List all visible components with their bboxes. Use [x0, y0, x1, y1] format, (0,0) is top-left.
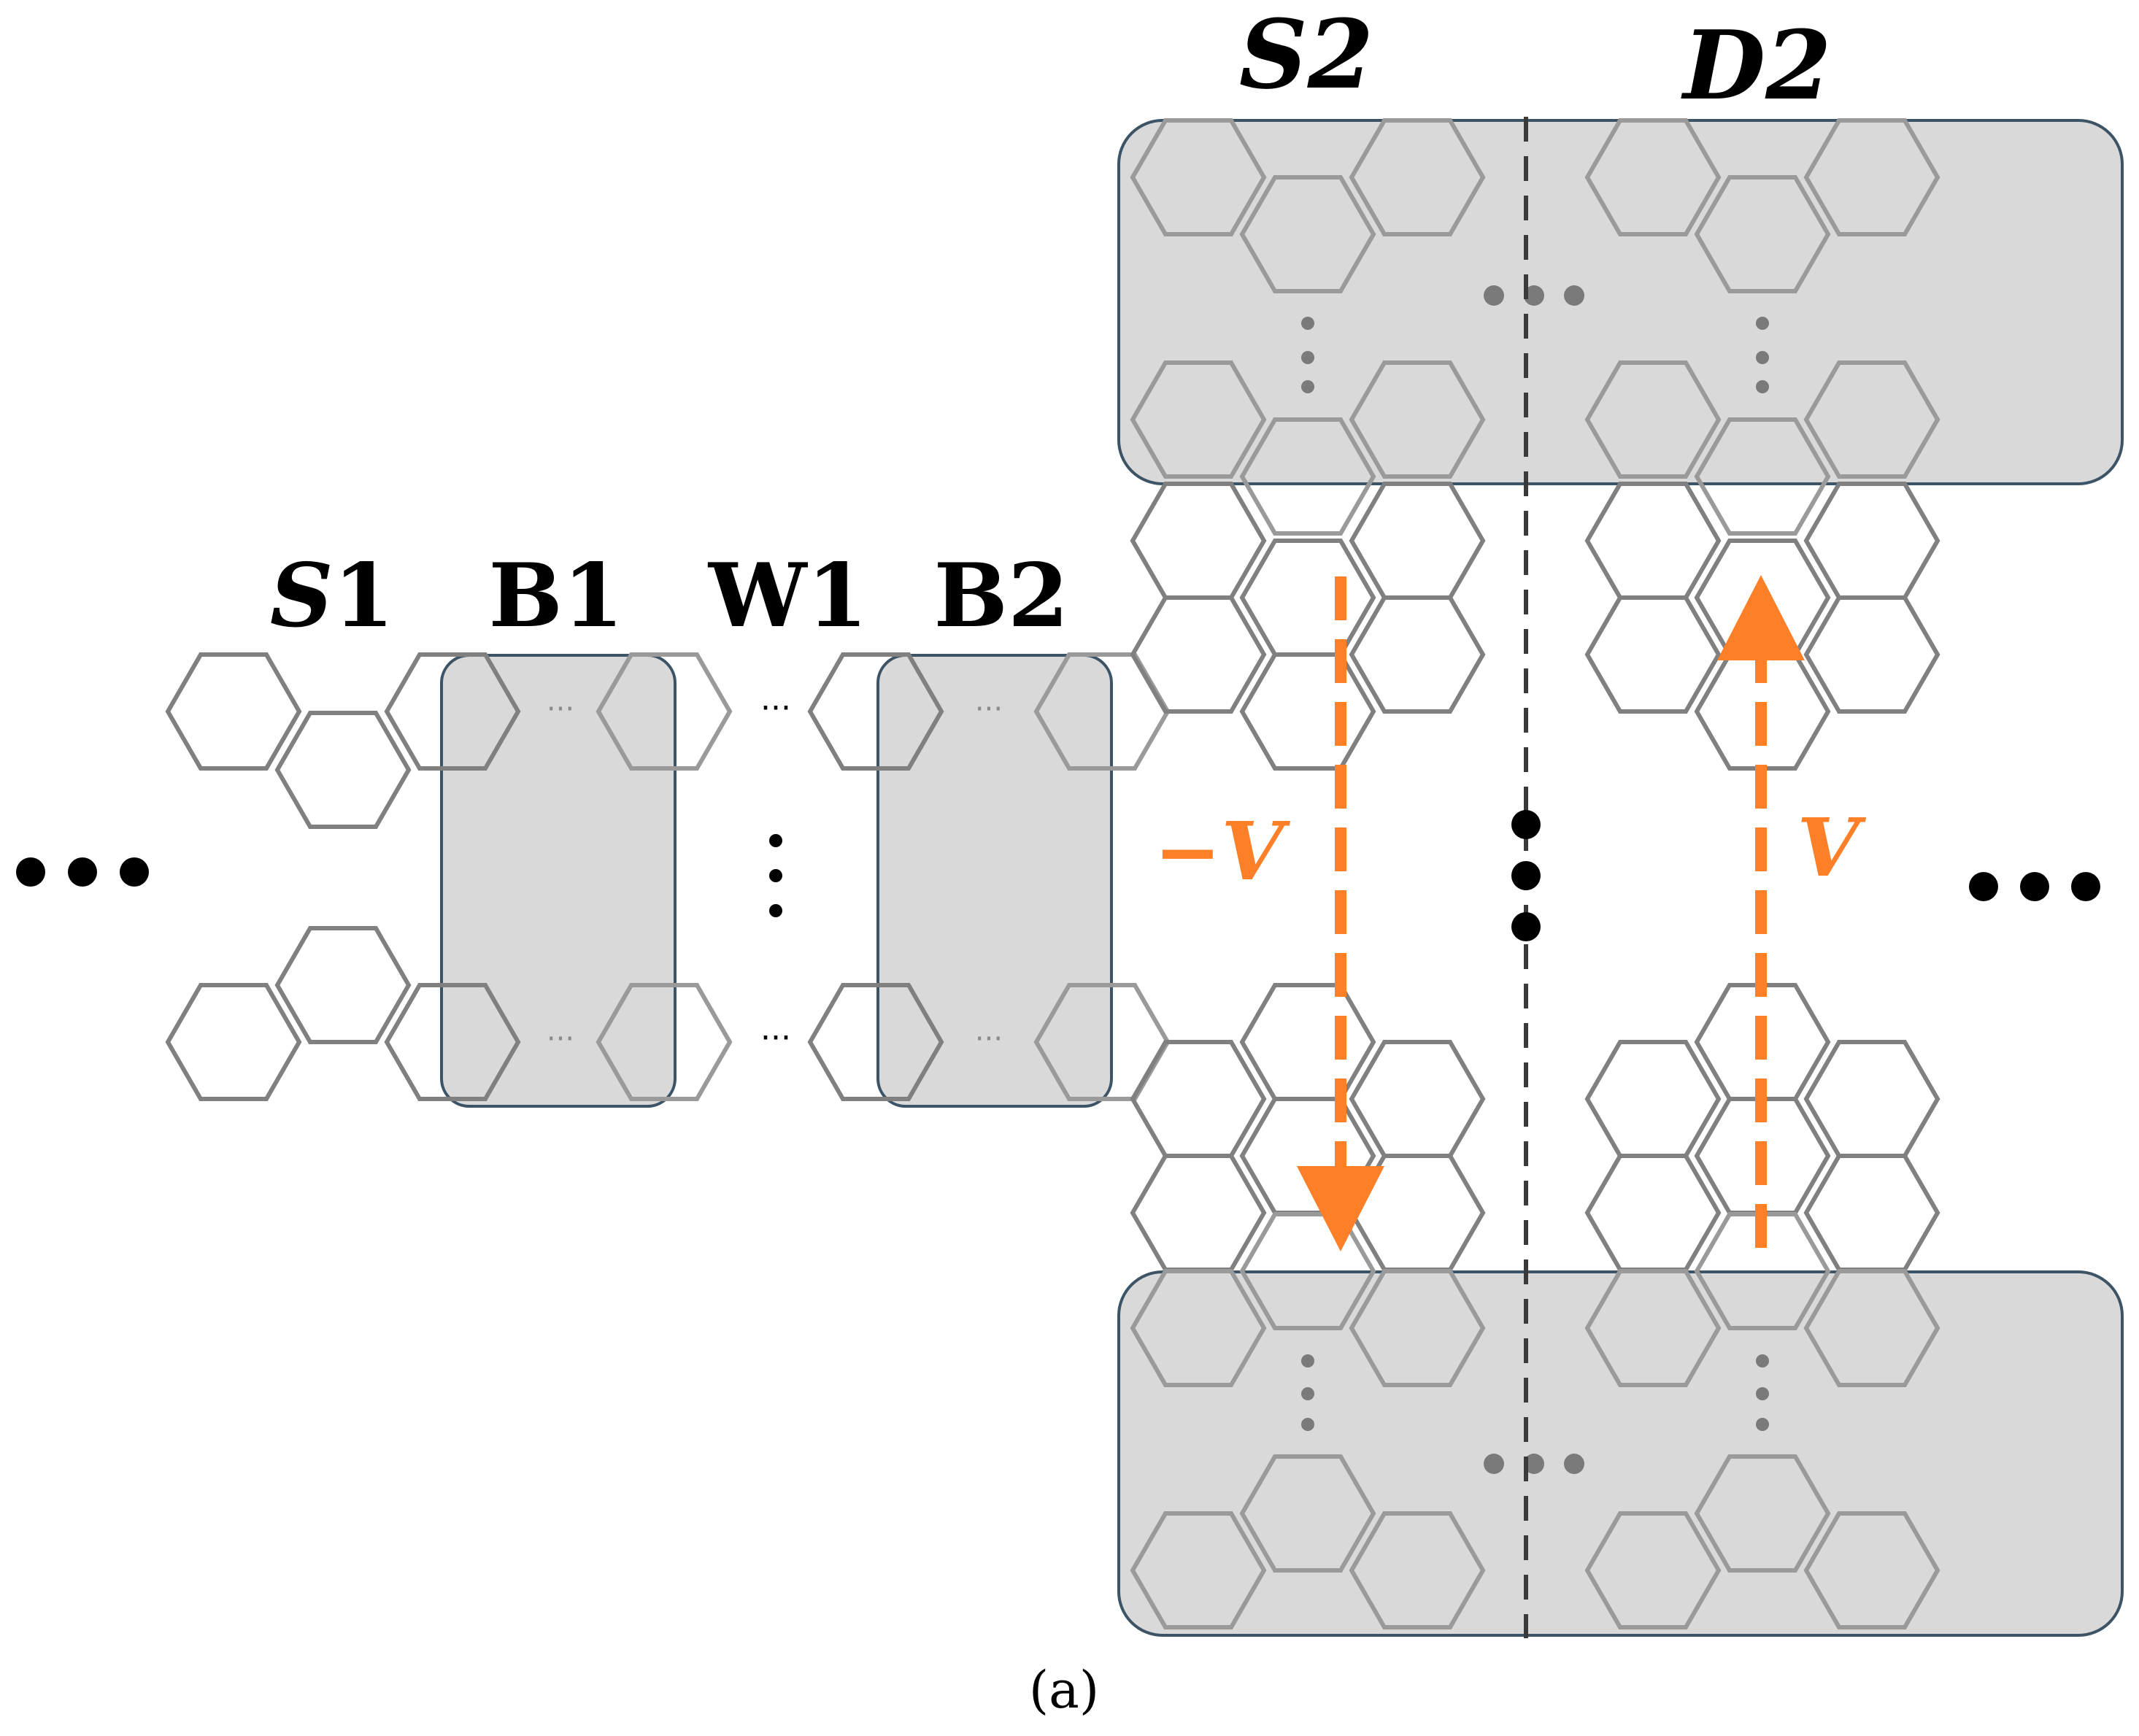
- arrow-pos-v-head: [1717, 575, 1805, 660]
- ellipsis-w1-top: ···: [760, 690, 791, 727]
- dot-top-h-1: [1484, 285, 1504, 306]
- right-lattice: [1117, 117, 2124, 1638]
- dot-top-h-2: [1524, 285, 1544, 306]
- dot-bot-h-1: [1484, 1454, 1504, 1474]
- label-d2: D2: [1680, 9, 1831, 121]
- ellipsis-b1-bottom: ···: [547, 1022, 574, 1056]
- dot-mid-2: [1511, 861, 1541, 890]
- dot-bot-h-3: [1564, 1454, 1584, 1474]
- dot-bot-d2-1: [1756, 1354, 1769, 1367]
- dot-top-d2-2: [1756, 351, 1769, 364]
- dot-w1-2: [769, 869, 782, 882]
- dot-mid-1: [1511, 810, 1541, 839]
- left-lattice: ··· ··· ··· ··· ··· ···: [16, 654, 1168, 1108]
- dot-bot-d2-2: [1756, 1387, 1769, 1400]
- label-w1: W1: [707, 544, 868, 647]
- dot-w1-1: [769, 834, 782, 847]
- ellipsis-b1-top: ···: [547, 693, 574, 726]
- caption: (a): [1029, 1660, 1099, 1720]
- ellipsis-b2-bottom: ···: [975, 1022, 1003, 1056]
- dot-bot-s2-3: [1301, 1418, 1314, 1431]
- dot-left-1: [16, 857, 45, 887]
- dot-top-d2-3: [1756, 380, 1769, 393]
- dot-top-s2-1: [1301, 317, 1314, 330]
- dot-left-2: [68, 857, 97, 887]
- region-b1: [440, 654, 677, 1108]
- region-bottom-electrode: [1117, 1270, 2124, 1637]
- dot-right-2: [2020, 872, 2049, 901]
- label-s1: S1: [270, 544, 394, 647]
- dot-left-3: [120, 857, 149, 887]
- dot-bot-h-2: [1524, 1454, 1544, 1474]
- label-neg-v: −V: [1154, 804, 1290, 898]
- label-pos-v: V: [1797, 801, 1866, 895]
- arrow-neg-v-head: [1297, 1166, 1384, 1251]
- dot-top-s2-3: [1301, 380, 1314, 393]
- dot-w1-3: [769, 904, 782, 917]
- dot-top-h-3: [1564, 285, 1584, 306]
- dot-bot-d2-3: [1756, 1418, 1769, 1431]
- label-b1: B1: [489, 544, 624, 647]
- ellipsis-w1-bottom: ···: [760, 1019, 791, 1057]
- dot-top-s2-2: [1301, 351, 1314, 364]
- region-b2: [876, 654, 1113, 1108]
- dot-top-d2-1: [1756, 317, 1769, 330]
- dot-right-3: [2071, 872, 2100, 901]
- dot-bot-s2-1: [1301, 1354, 1314, 1367]
- ellipsis-b2-top: ···: [975, 693, 1003, 726]
- dot-bot-s2-2: [1301, 1387, 1314, 1400]
- label-s2: S2: [1239, 0, 1373, 110]
- dot-right-1: [1969, 872, 1998, 901]
- label-b2: B2: [934, 544, 1069, 647]
- dot-mid-3: [1511, 912, 1541, 941]
